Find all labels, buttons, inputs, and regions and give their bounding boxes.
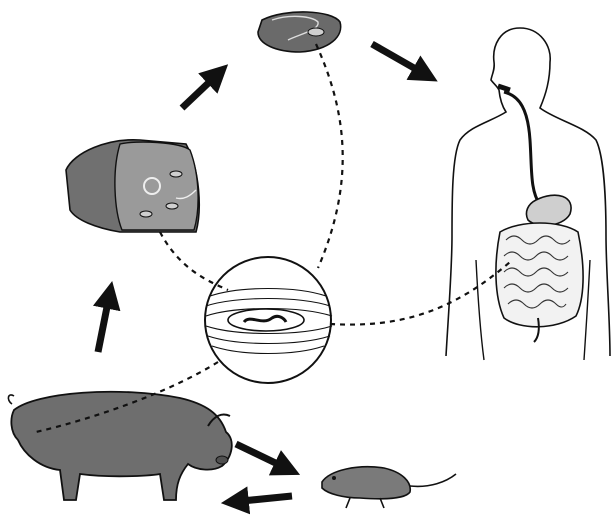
pork-cut-icon: [66, 140, 199, 232]
human-body-icon: [446, 28, 610, 360]
arrow-slice-to-human: [372, 44, 428, 76]
rat-icon: [322, 467, 456, 508]
pig-icon: [8, 392, 231, 500]
arrow-pork-to-slice: [182, 72, 220, 108]
arrow-pig-to-pork: [98, 292, 110, 352]
dash-cyst-to-human: [330, 262, 510, 325]
arrow-pig-to-rat: [236, 444, 290, 470]
dash-slice-to-cyst: [316, 44, 343, 268]
encysted-larva-icon: [205, 257, 332, 383]
meat-slice-icon: [258, 12, 341, 52]
arrow-rat-to-pig: [232, 496, 292, 502]
